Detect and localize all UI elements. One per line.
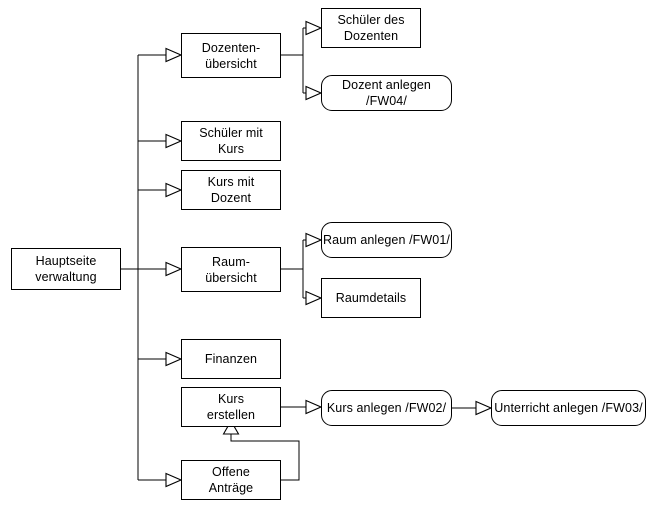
node-finanzen[interactable]: Finanzen xyxy=(181,339,281,379)
arrowhead-schueler-mit-kurs xyxy=(165,133,183,149)
arrowhead-schueler-des-dozenten xyxy=(305,20,323,36)
arrowhead-finanzen xyxy=(165,351,183,367)
arrowhead-offene-antraege xyxy=(165,472,183,488)
node-offene-antraege[interactable]: Offene Anträge xyxy=(181,460,281,500)
arrowhead-raum-anlegen-fw01 xyxy=(305,232,323,248)
arrowhead-raumuebersicht xyxy=(165,261,183,277)
node-unterricht-anlegen-fw03[interactable]: Unterricht anlegen /FW03/ xyxy=(491,390,646,426)
arrowhead-kurs-mit-dozent xyxy=(165,182,183,198)
node-dozent-anlegen-fw04[interactable]: Dozent anlegen /FW04/ xyxy=(321,75,452,111)
node-kurs-erstellen[interactable]: Kurs erstellen xyxy=(181,387,281,427)
node-kurs-mit-dozent[interactable]: Kurs mit Dozent xyxy=(181,170,281,210)
node-schueler-mit-kurs[interactable]: Schüler mit Kurs xyxy=(181,121,281,161)
arrowhead-unterricht-anlegen-fw03 xyxy=(475,400,493,416)
node-raumuebersicht[interactable]: Raum- übersicht xyxy=(181,247,281,292)
node-schueler-des-dozenten[interactable]: Schüler des Dozenten xyxy=(321,8,421,48)
node-raum-anlegen-fw01[interactable]: Raum anlegen /FW01/ xyxy=(321,222,452,258)
arrowhead-dozent-anlegen-fw04 xyxy=(305,85,323,101)
node-dozentenuebersicht[interactable]: Dozenten- übersicht xyxy=(181,33,281,78)
node-hauptseite-verwaltung[interactable]: Hauptseite verwaltung xyxy=(11,248,121,290)
node-kurs-anlegen-fw02[interactable]: Kurs anlegen /FW02/ xyxy=(321,390,452,426)
arrowhead-raumdetails xyxy=(305,290,323,306)
arrowhead-kurs-anlegen-fw02 xyxy=(305,399,323,415)
edge-raumuebersicht-bus xyxy=(281,240,304,298)
arrowhead-dozentenuebersicht xyxy=(165,47,183,63)
edge-dozentenuebersicht-bus xyxy=(281,28,304,93)
node-raumdetails[interactable]: Raumdetails xyxy=(321,278,421,318)
